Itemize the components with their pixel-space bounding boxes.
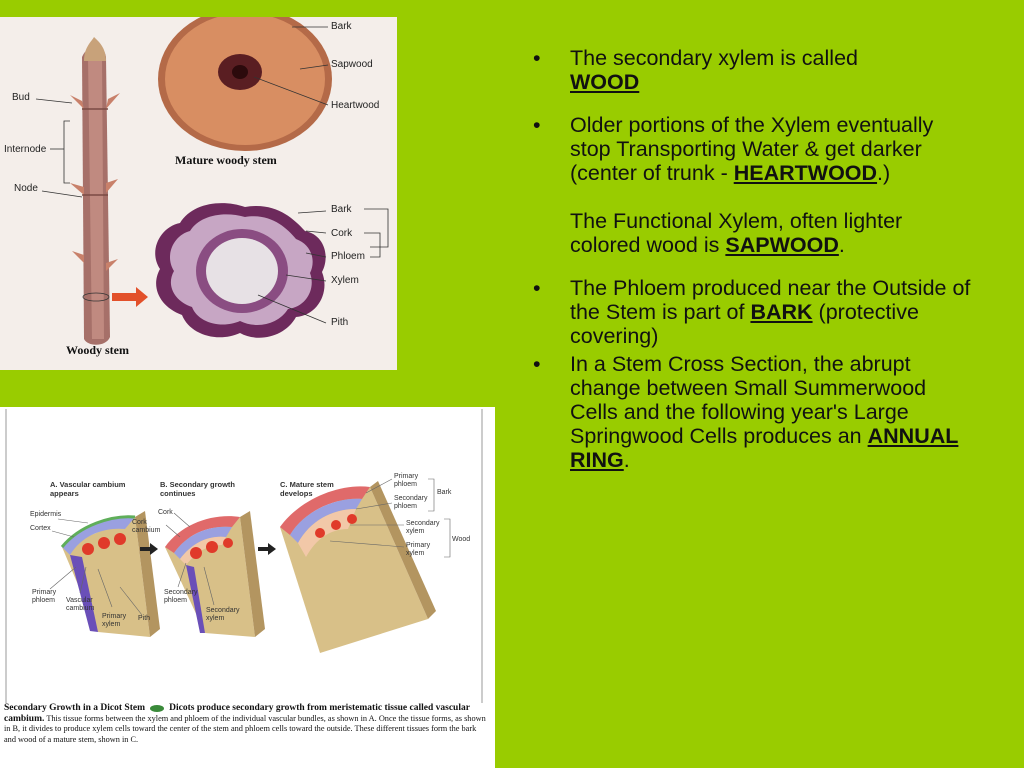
- caption-mature-woody-stem: Mature woody stem: [175, 153, 277, 167]
- bullet-heartwood-end: .): [877, 161, 891, 185]
- caption-bullet-icon: [150, 704, 165, 712]
- caption-title: Secondary Growth in a Dicot Stem: [4, 703, 145, 713]
- label-bud: Bud: [12, 92, 30, 103]
- label-secondary-xylem: Secondary xylem: [206, 607, 240, 622]
- header-a: A. Vascular cambium appears: [50, 480, 126, 498]
- label-bark-top: Bark: [331, 21, 352, 32]
- bullet-annual-ring-end: .: [623, 448, 630, 472]
- label-pith: Pith: [331, 317, 349, 328]
- caption-body-text: This tissue forms between the xylem and …: [4, 713, 486, 744]
- caption-woody-stem: Woody stem: [66, 343, 129, 357]
- term-sapwood: SAPWOOD: [725, 233, 839, 257]
- bullet-wood: The secondary xylem is called WOOD: [533, 46, 973, 94]
- term-heartwood: HEARTWOOD: [733, 161, 878, 185]
- header-c: C. Mature stem develops: [280, 480, 334, 498]
- label-xylem: Xylem: [331, 275, 359, 286]
- figure-caption: Secondary Growth in a Dicot Stem Dicots …: [4, 703, 488, 745]
- bullet-annual-ring-text: In a Stem Cross Section, the abrupt chan…: [570, 352, 927, 448]
- label-cork: Cork: [331, 228, 353, 239]
- label-cork-cambium: Cork cambium: [132, 519, 161, 534]
- label-c-wood: Wood: [452, 536, 471, 543]
- label-vascular-cambium: Vascular cambium: [66, 597, 95, 612]
- label-pith: Pith: [138, 615, 151, 622]
- term-wood: WOOD: [570, 70, 640, 94]
- label-cork: Cork: [158, 509, 173, 516]
- label-internode: Internode: [4, 144, 47, 155]
- secondary-growth-illustration: [5, 409, 483, 703]
- woody-stem-image: Bark Sapwood Heartwood Mature woody stem…: [0, 17, 397, 370]
- bullet-heartwood: Older portions of the Xylem eventually s…: [533, 113, 973, 257]
- bullet-bark-text: The Phloem produced near the Outside of …: [570, 276, 971, 324]
- label-primary-phloem: Primary phloem: [32, 589, 57, 604]
- term-annual-ring: ANNUAL RING: [570, 424, 959, 472]
- sapwood-paragraph: The Functional Xylem, often lighter colo…: [570, 209, 973, 257]
- caption-bold-text: Dicots produce secondary growth from mer…: [4, 703, 470, 724]
- label-c-bark: Bark: [437, 489, 452, 496]
- bullet-annual-ring: In a Stem Cross Section, the abrupt chan…: [533, 352, 973, 472]
- label-sapwood: Sapwood: [331, 59, 373, 70]
- label-epidermis: Epidermis: [30, 511, 62, 518]
- bullet-heartwood-text: Older portions of the Xylem eventually s…: [570, 113, 934, 185]
- term-bark: BARK: [750, 300, 813, 324]
- woody-stem-illustration: [35, 17, 389, 345]
- label-primary-xylem: Primary xylem: [102, 613, 127, 628]
- label-c-primary-xylem: Primary xylem: [406, 542, 431, 557]
- secondary-growth-figure: A. Vascular cambium appears B. Secondary…: [0, 407, 495, 768]
- label-cortex: Cortex: [30, 525, 51, 532]
- label-c-secondary-phloem: Secondary phloem: [394, 495, 428, 510]
- label-bark-bottom: Bark: [331, 204, 352, 215]
- sapwood-text: The Functional Xylem, often lighter colo…: [570, 209, 903, 257]
- label-phloem: Phloem: [331, 251, 365, 262]
- bullet-wood-text: The secondary xylem is called: [570, 46, 858, 70]
- label-heartwood: Heartwood: [331, 100, 380, 111]
- label-c-secondary-xylem: Secondary xylem: [406, 520, 440, 535]
- bullet-bark-end: (protective covering): [570, 300, 919, 348]
- bullet-bark: The Phloem produced near the Outside of …: [533, 276, 973, 348]
- label-c-primary-phloem: Primary phloem: [394, 473, 419, 488]
- sapwood-end: .: [838, 233, 845, 257]
- header-b: B. Secondary growth continues: [160, 480, 236, 498]
- bullet-list: The secondary xylem is called WOOD Older…: [533, 46, 973, 491]
- label-secondary-phloem: Secondary phloem: [164, 589, 198, 604]
- label-node: Node: [14, 183, 38, 194]
